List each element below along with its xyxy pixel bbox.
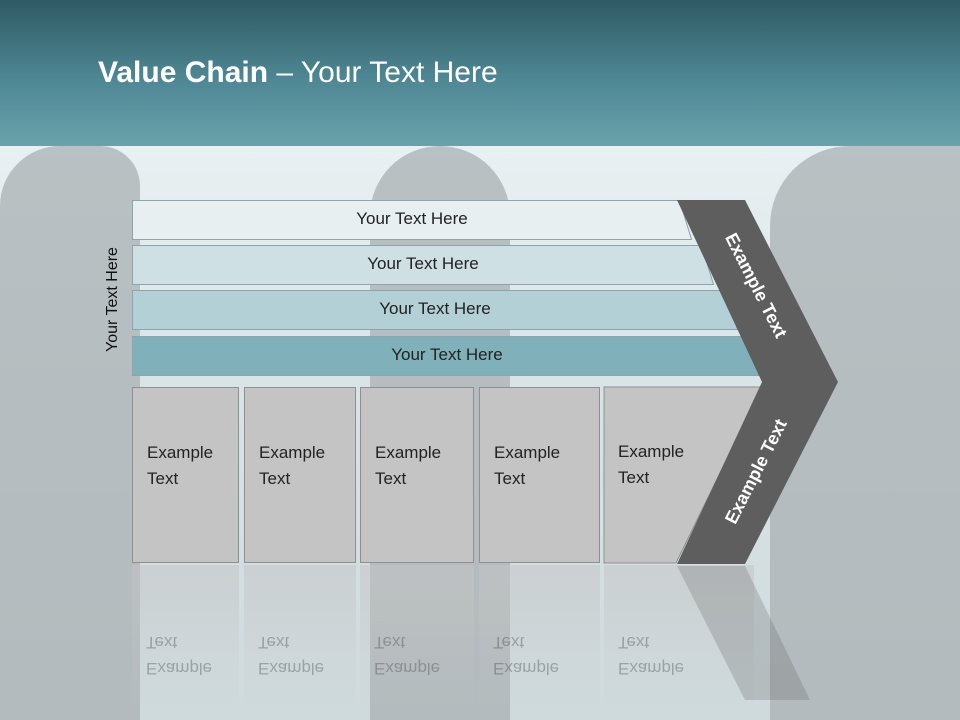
- title-rest: – Your Text Here: [268, 56, 498, 89]
- margin-chevron-reflection: [677, 566, 810, 700]
- activity-last-shape: [603, 386, 763, 564]
- silhouette-left: [0, 146, 140, 720]
- title-bar: Value Chain – Your Text Here: [0, 0, 960, 146]
- support-row: Your Text Here: [132, 200, 692, 240]
- support-row-fill: [132, 200, 692, 240]
- title-bold: Value Chain: [98, 56, 269, 89]
- support-row: Your Text Here: [132, 290, 738, 330]
- primary-activity-label: Example Text: [259, 443, 326, 488]
- support-row-label: Your Text Here: [356, 209, 468, 228]
- primary-activity: Example Text: [479, 387, 600, 563]
- support-row-shape: [132, 245, 714, 285]
- support-row-label: Your Text Here: [379, 299, 491, 318]
- support-row-label: Your Text Here: [367, 254, 479, 273]
- activity-reflection: Example Text: [604, 565, 754, 715]
- margin-chevron: [677, 200, 838, 564]
- slide-title: Value Chain – Your Text Here: [98, 56, 498, 90]
- primary-activity-label: Example Text: [618, 442, 685, 487]
- primary-activity-label: Example Text: [494, 443, 561, 488]
- support-row: Your Text Here: [132, 336, 762, 376]
- activity-reflection: Example Text: [132, 565, 239, 715]
- primary-activity-label: Example Text: [375, 443, 442, 488]
- primary-activity: Example Text: [244, 387, 356, 563]
- primary-activity-label: Example Text: [147, 443, 214, 488]
- support-row-shape: [132, 200, 692, 240]
- primary-activity: Example Text: [132, 387, 239, 563]
- primary-activity: Example Text: [360, 387, 474, 563]
- activity-reflection: Example Text: [479, 565, 600, 715]
- support-row-fill: [132, 245, 714, 285]
- activity-reflection: Example Text: [360, 565, 474, 715]
- activity-reflection: Example Text: [244, 565, 356, 715]
- support-row-label: Your Text Here: [391, 345, 503, 364]
- support-row: Your Text Here: [132, 245, 714, 285]
